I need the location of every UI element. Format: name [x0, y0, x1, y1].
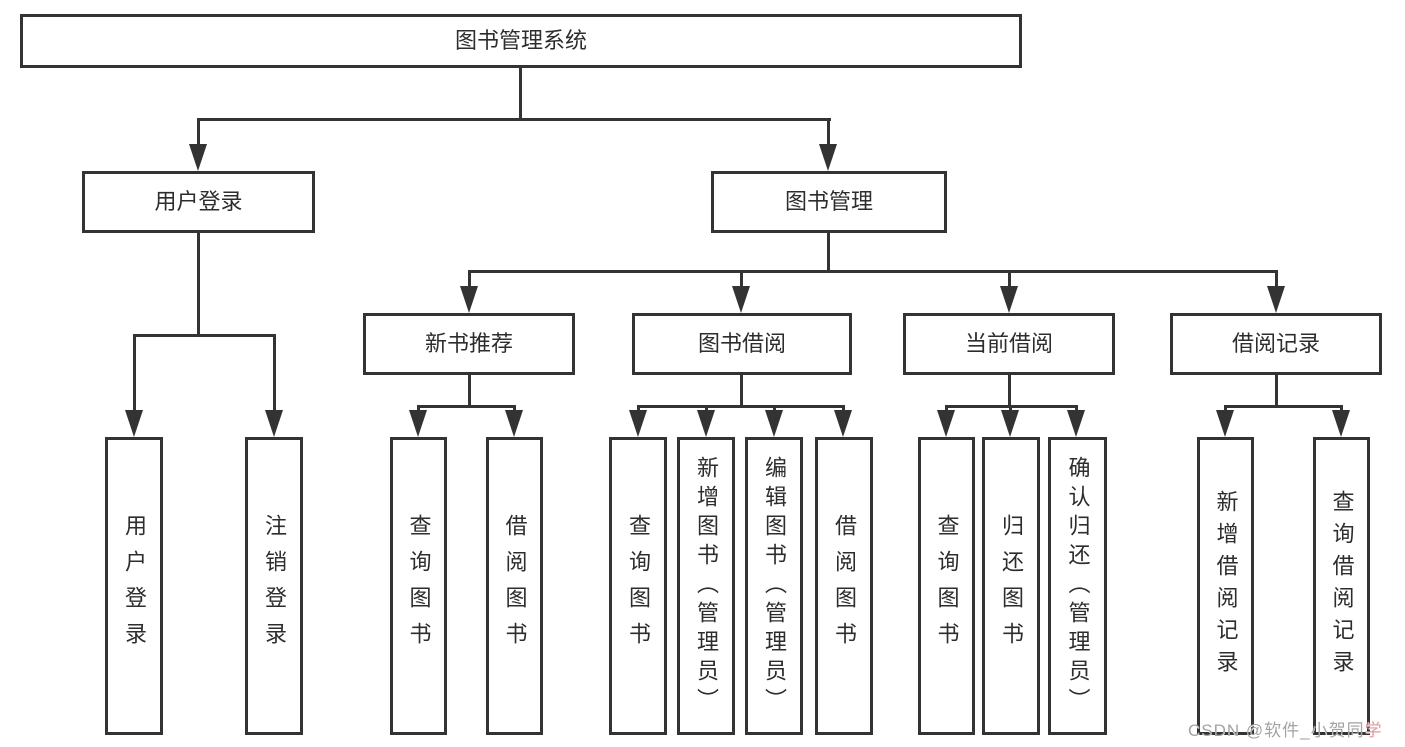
leaf-user-login: 用户登录: [105, 437, 163, 735]
connector-line: [705, 405, 708, 413]
connector-line: [945, 405, 948, 413]
arrowhead-icon: [765, 410, 783, 437]
arrowhead-icon: [189, 144, 207, 171]
arrowhead-icon: [834, 410, 852, 437]
node-book-borrowing: 图书借阅: [632, 313, 852, 375]
arrowhead-icon: [732, 286, 750, 313]
csdn-watermark: CSDN @软件_小贺同学: [1188, 716, 1383, 741]
connector-line: [519, 68, 522, 120]
arrowhead-icon: [125, 410, 143, 437]
connector-line: [773, 405, 776, 413]
watermark-text: CSDN @软件_小贺同: [1188, 721, 1365, 740]
leaf-logout: 注销登录: [245, 437, 303, 735]
node-borrowing-records: 借阅记录: [1170, 313, 1382, 375]
connector-line: [1224, 405, 1342, 408]
connector-line: [1009, 405, 1012, 413]
arrowhead-icon: [937, 410, 955, 437]
connector-line: [740, 375, 743, 408]
leaf-current-return-books: 归还图书: [982, 437, 1040, 735]
arrowhead-icon: [697, 410, 715, 437]
node-user-login: 用户登录: [82, 171, 315, 233]
connector-line: [1008, 270, 1011, 288]
arrowhead-icon: [1000, 286, 1018, 313]
connector-line: [637, 405, 640, 413]
connector-line: [133, 334, 276, 337]
connector-line: [740, 270, 743, 288]
node-current-borrowing: 当前借阅: [903, 313, 1115, 375]
leaf-borrowing-borrow-books: 借阅图书: [815, 437, 873, 735]
connector-line: [197, 233, 200, 336]
connector-line: [197, 118, 831, 121]
connector-line: [842, 405, 845, 413]
arrowhead-icon: [460, 286, 478, 313]
connector-line: [133, 334, 136, 412]
connector-line: [1075, 405, 1078, 413]
node-new-book-recommend: 新书推荐: [363, 313, 575, 375]
connector-line: [1275, 270, 1278, 288]
leaf-newbooks-query-books: 查询图书: [390, 437, 447, 735]
leaf-current-query-books: 查询图书: [918, 437, 975, 735]
connector-line: [468, 375, 471, 408]
connector-line: [1008, 375, 1011, 408]
connector-line: [1275, 375, 1278, 408]
watermark-accent-text: 学: [1364, 721, 1383, 740]
arrowhead-icon: [1332, 410, 1350, 437]
arrowhead-icon: [1216, 410, 1234, 437]
leaf-newbooks-borrow-books: 借阅图书: [486, 437, 543, 735]
leaf-borrowing-add-books-admin: 新增图书（管理员）: [677, 437, 735, 735]
arrowhead-icon: [505, 410, 523, 437]
connector-line: [417, 405, 516, 408]
arrowhead-icon: [409, 410, 427, 437]
connector-line: [197, 118, 200, 146]
connector-line: [273, 334, 276, 412]
connector-line: [1224, 405, 1227, 413]
leaf-current-confirm-return-admin: 确认归还（管理员）: [1048, 437, 1107, 735]
connector-line: [468, 270, 471, 288]
leaf-borrowing-edit-books-admin: 编辑图书（管理员）: [745, 437, 803, 735]
arrowhead-icon: [629, 410, 647, 437]
leaf-records-query-record: 查询借阅记录: [1313, 437, 1370, 735]
connector-line: [827, 233, 830, 273]
node-book-management: 图书管理: [711, 171, 947, 233]
node-library-system: 图书管理系统: [20, 14, 1022, 68]
leaf-borrowing-query-books: 查询图书: [609, 437, 667, 735]
connector-line: [827, 118, 830, 146]
leaf-records-add-record: 新增借阅记录: [1197, 437, 1254, 735]
connector-line: [637, 405, 845, 408]
connector-line: [468, 270, 1278, 273]
connector-line: [513, 405, 516, 413]
arrowhead-icon: [265, 410, 283, 437]
connector-line: [1340, 405, 1343, 413]
connector-line: [417, 405, 420, 413]
arrowhead-icon: [1267, 286, 1285, 313]
arrowhead-icon: [1067, 410, 1085, 437]
arrowhead-icon: [1001, 410, 1019, 437]
arrowhead-icon: [819, 144, 837, 171]
